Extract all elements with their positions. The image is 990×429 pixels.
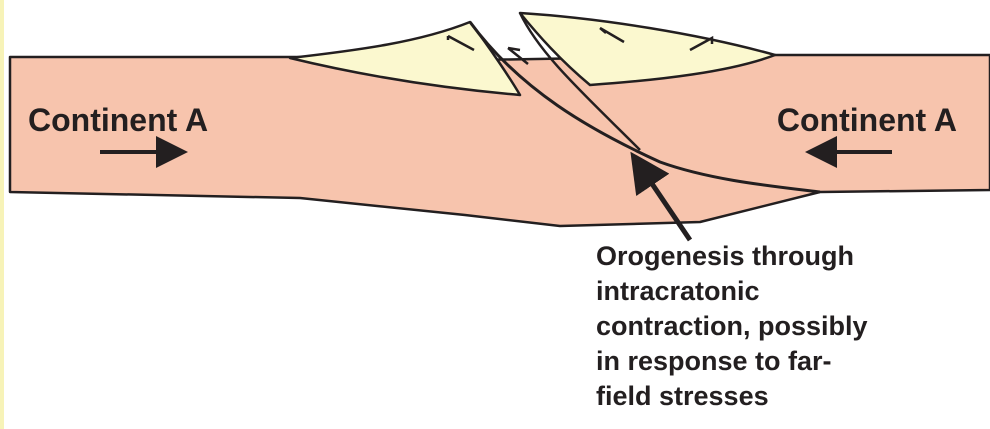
left-continent-label: Continent A [28,102,208,138]
caption-line-3: contraction, possibly [596,311,868,341]
caption-line-1: Orogenesis through [596,241,854,271]
caption-line-2: intracratonic [596,276,760,306]
caption-line-4: in response to far- [596,346,832,376]
right-continent-label: Continent A [777,102,957,138]
caption-line-5: field stresses [596,381,769,411]
